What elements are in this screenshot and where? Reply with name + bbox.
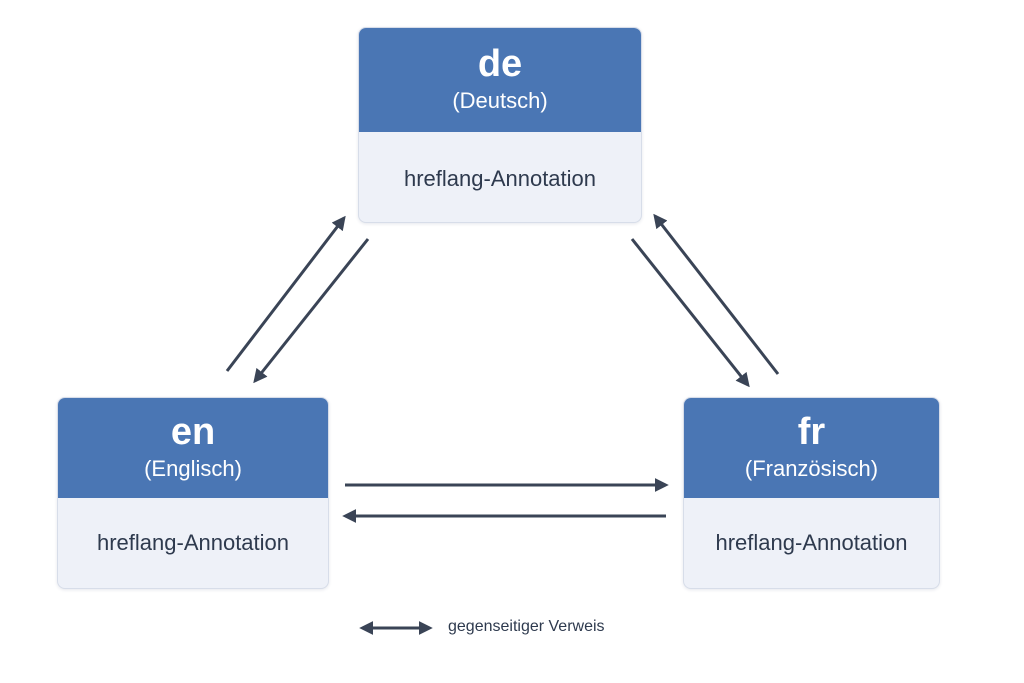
node-en-annotation: hreflang-Annotation [96, 530, 290, 555]
node-de-language: (Deutsch) [452, 88, 548, 113]
node-fr-language: (Französisch) [744, 456, 879, 481]
node-de-code: de [477, 43, 523, 85]
arrow-de-to-en [253, 238, 370, 384]
node-fr-annotation: hreflang-Annotation [715, 530, 908, 555]
arrow-de-to-fr [630, 238, 750, 388]
arrow-en-to-de [225, 215, 346, 372]
node-en: en (Englisch) hreflang-Annotation [57, 397, 329, 589]
legend-label: gegenseitiger Verweis [448, 618, 605, 635]
node-fr-header: fr (Französisch) [684, 398, 939, 498]
node-fr-code: fr [797, 411, 826, 453]
node-en-header: en (Englisch) [58, 398, 328, 498]
arrow-fr-to-de [653, 213, 780, 375]
node-fr: fr (Französisch) hreflang-Annotation [683, 397, 940, 589]
node-en-language: (Englisch) [144, 456, 242, 481]
node-de: de (Deutsch) hreflang-Annotation [358, 27, 642, 223]
node-de-header: de (Deutsch) [359, 28, 641, 132]
node-en-code: en [170, 411, 216, 453]
node-de-annotation: hreflang-Annotation [403, 166, 597, 191]
